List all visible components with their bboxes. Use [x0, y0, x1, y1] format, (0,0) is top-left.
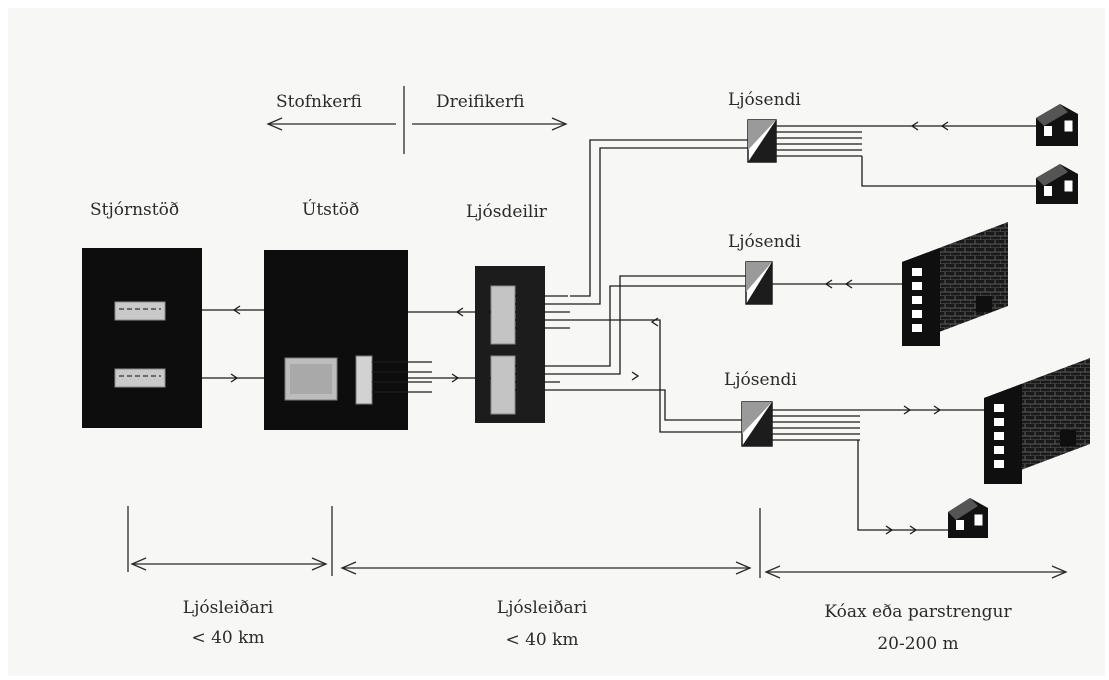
- ljosendi-top-label: Ljósendi: [728, 90, 801, 110]
- utstod-block: [264, 250, 408, 430]
- stjornstod-block: [82, 248, 202, 428]
- stofnkerfi-label: Stofnkerfi: [276, 92, 362, 112]
- segment-dimension-lines: [127, 506, 1068, 579]
- segment-1-medium: Ljósleiðari: [182, 598, 274, 618]
- apartment-building-icon: [902, 222, 1008, 346]
- ljosendi-mid-unit: [745, 261, 773, 305]
- apartment-building-icon: [984, 358, 1090, 484]
- fiber-links: [202, 295, 570, 393]
- ljosendi-mid-label: Ljósendi: [728, 232, 801, 252]
- segment-2-distance: < 40 km: [505, 630, 579, 650]
- house-icon: [948, 498, 988, 538]
- stjornstod-label: Stjórnstöð: [90, 200, 180, 220]
- segment-1-distance: < 40 km: [191, 628, 265, 648]
- ljosendi-bot-unit: [741, 401, 860, 447]
- segment-3-medium: Kóax eða parstrengur: [824, 602, 1012, 622]
- dreifikerfi-label: Dreifikerfi: [436, 92, 525, 112]
- house-icon: [1036, 164, 1078, 204]
- ljosendi-bot-label: Ljósendi: [724, 370, 797, 390]
- utstod-label: Útstöð: [302, 200, 360, 220]
- house-icon: [1036, 104, 1078, 146]
- system-divider: [266, 86, 568, 154]
- distribution-fibers: [560, 139, 748, 433]
- ljosdeilir-label: Ljósdeilir: [466, 202, 547, 222]
- ljosendi-top-unit: [747, 119, 865, 163]
- coax-drops: [772, 121, 1036, 535]
- ljosdeilir-block: [475, 266, 545, 423]
- segment-2-medium: Ljósleiðari: [496, 598, 588, 618]
- segment-3-distance: 20-200 m: [877, 634, 959, 654]
